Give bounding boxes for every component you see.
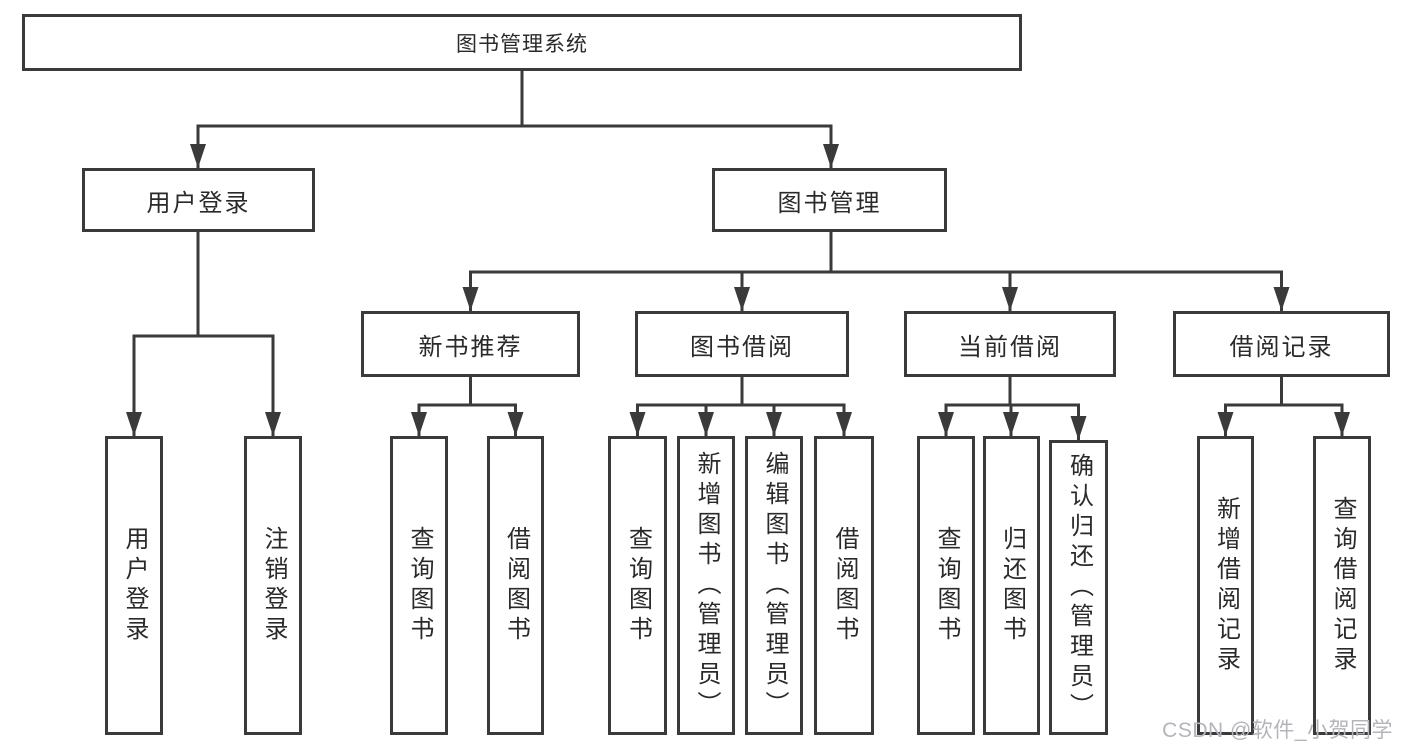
node-borrow-records-label: 借阅记录 — [1229, 333, 1334, 361]
node-borrow-records: 借阅记录 — [1173, 311, 1390, 377]
leaf-borrow-edit-books-admin: 编辑图书（管理员） — [745, 436, 803, 735]
node-current-borrow: 当前借阅 — [904, 311, 1116, 377]
node-new-book-recommend-label: 新书推荐 — [418, 333, 523, 361]
node-book-borrow: 图书借阅 — [635, 311, 849, 377]
node-book-management-label: 图书管理 — [777, 189, 882, 217]
leaf-current-query-books-label: 查询图书 — [933, 525, 960, 646]
leaf-records-query-record: 查询借阅记录 — [1313, 436, 1371, 735]
node-library-system: 图书管理系统 — [22, 14, 1022, 71]
leaf-borrow-edit-books-admin-label: 编辑图书（管理员） — [761, 450, 788, 721]
connector-root-to-level2 — [190, 69, 839, 168]
csdn-watermark: CSDN @软件_小贺同学 — [1162, 719, 1393, 742]
leaf-recommend-query-books: 查询图书 — [390, 436, 448, 735]
node-user-login-label: 用户登录 — [146, 189, 251, 217]
node-library-system-label: 图书管理系统 — [456, 32, 588, 56]
leaf-borrow-add-books-admin-label: 新增图书（管理员） — [693, 450, 720, 721]
connector-current-borrow-to-leaves — [938, 377, 1087, 440]
connector-book-mgmt-to-level3 — [462, 230, 1290, 311]
connector-book-borrow-to-leaves — [629, 377, 852, 436]
node-book-borrow-label: 图书借阅 — [690, 333, 794, 361]
connector-borrow-records-to-leaves — [1217, 377, 1350, 436]
leaf-logout-label: 注销登录 — [260, 525, 287, 646]
leaf-user-login: 用户登录 — [105, 436, 163, 735]
leaf-borrow-query-books-label: 查询图书 — [624, 525, 652, 646]
connector-new-book-rec-to-leaves — [411, 377, 524, 436]
leaf-borrow-borrow-books: 借阅图书 — [814, 436, 874, 735]
leaf-recommend-borrow-books-label: 借阅图书 — [502, 525, 530, 646]
leaf-current-return-books: 归还图书 — [983, 436, 1040, 735]
leaf-current-query-books: 查询图书 — [917, 436, 975, 735]
leaf-records-add-record-label: 新增借阅记录 — [1212, 495, 1240, 676]
node-user-login: 用户登录 — [82, 168, 315, 232]
leaf-borrow-borrow-books-label: 借阅图书 — [831, 525, 858, 646]
connector-user-login-to-leaves — [126, 230, 281, 436]
leaf-logout: 注销登录 — [244, 436, 302, 735]
leaf-borrow-query-books: 查询图书 — [608, 436, 667, 735]
leaf-records-add-record: 新增借阅记录 — [1197, 436, 1254, 735]
leaf-user-login-label: 用户登录 — [121, 525, 148, 646]
leaf-current-return-books-label: 归还图书 — [998, 525, 1026, 646]
leaf-recommend-query-books-label: 查询图书 — [406, 525, 433, 646]
node-new-book-recommend: 新书推荐 — [361, 311, 580, 377]
leaf-borrow-add-books-admin: 新增图书（管理员） — [677, 436, 735, 735]
leaf-records-query-record-label: 查询借阅记录 — [1329, 495, 1356, 676]
node-book-management: 图书管理 — [712, 168, 947, 232]
leaf-current-confirm-return-admin-label: 确认归还（管理员） — [1065, 452, 1093, 723]
leaf-current-confirm-return-admin: 确认归还（管理员） — [1049, 440, 1108, 735]
leaf-recommend-borrow-books: 借阅图书 — [487, 436, 544, 735]
node-current-borrow-label: 当前借阅 — [958, 333, 1062, 361]
